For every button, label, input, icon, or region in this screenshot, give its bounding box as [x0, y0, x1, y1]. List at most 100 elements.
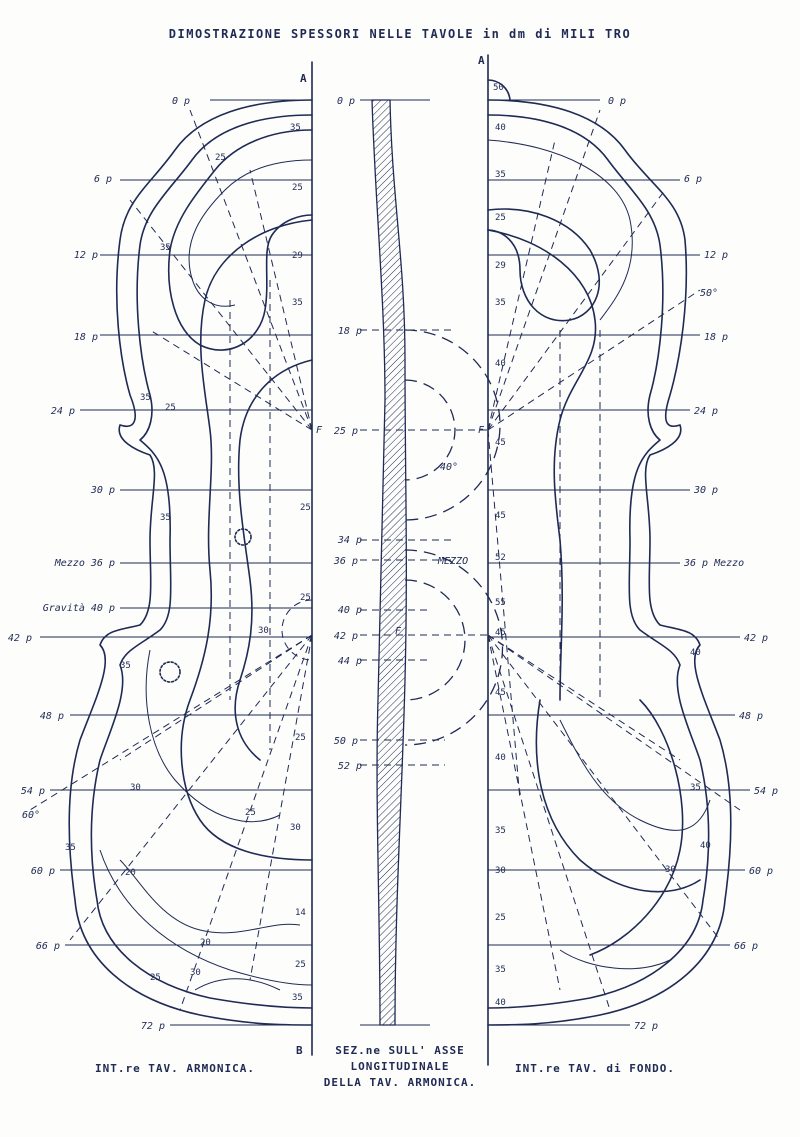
thickness-value: 40 [495, 998, 506, 1008]
right-station-label: 60 p [749, 866, 773, 877]
right-station-label: 54 p [754, 786, 778, 797]
soundpost-marker-lower [159, 661, 181, 683]
thickness-value: 30 [665, 865, 676, 875]
thickness-value: 40 [495, 753, 506, 763]
center-station-label: MEZZO [437, 556, 468, 567]
thickness-value: 35 [65, 843, 76, 853]
angle-60-label: 60° [22, 810, 40, 821]
top-contour-inner [234, 359, 313, 761]
thickness-value: 40 [690, 648, 701, 658]
center-station-labels: 0 p 18 p 25 p 34 p 36 p MEZZO 40 p 42 p … [333, 96, 468, 772]
center-station-label: 25 p [334, 426, 358, 437]
thickness-value: 25 [495, 913, 506, 923]
radial-line [487, 139, 556, 431]
left-station-label: 66 p [36, 941, 60, 952]
thickness-value: 25 [245, 808, 256, 818]
radial-line [179, 634, 313, 1011]
left-station-label: Gravità 40 p [43, 602, 115, 614]
thickness-value: 25 [295, 733, 306, 743]
radial-line [487, 634, 561, 991]
center-station-label: 42 p [334, 631, 358, 642]
thickness-value: 25 [295, 960, 306, 970]
top-contour-upper [167, 129, 313, 351]
diagram-title: DIMOSTRAZIONE SPESSORI NELLE TAVOLE in d… [169, 27, 631, 41]
thickness-value: 30 [190, 968, 201, 978]
center-caption-line2: LONGITUDINALE [350, 1060, 449, 1073]
thickness-value: 45 [495, 628, 506, 638]
thickness-value: 50 [493, 83, 504, 93]
thickness-value: 35 [140, 393, 151, 403]
section-arc-upper-inner [404, 379, 456, 481]
right-station-label: 42 p [744, 633, 768, 644]
back-contour-bottom [559, 949, 671, 970]
thickness-value: 35 [690, 783, 701, 793]
longitudinal-section [360, 99, 504, 1026]
thickness-value: 45 [495, 511, 506, 521]
center-station-label: 40 p [338, 605, 362, 616]
top-contour-upper-inner [188, 159, 313, 307]
right-top-arc [487, 79, 511, 101]
back-contour-right [589, 699, 684, 956]
left-station-label: 42 p [8, 633, 32, 644]
left-caption: INT.re TAV. ARMONICA. [95, 1062, 255, 1075]
angle-50-label: 50° [700, 288, 718, 299]
center-station-label: 36 p [333, 556, 358, 567]
left-station-label: 18 p [74, 332, 98, 343]
thickness-value: 35 [290, 123, 301, 133]
left-station-lines [40, 99, 312, 1026]
thickness-value: 35 [495, 298, 506, 308]
top-plate-purfling [90, 114, 313, 1009]
top-plate-half [29, 99, 313, 1026]
thickness-value: 25 [300, 503, 311, 513]
thickness-value: 35 [160, 243, 171, 253]
left-station-label: 54 p [21, 786, 45, 797]
f-arc [281, 599, 313, 661]
thickness-value: 25 [292, 183, 303, 193]
center-station-label: 52 p [338, 761, 362, 772]
back-contour-upper-inner [487, 139, 633, 321]
right-station-label: 18 p [704, 332, 728, 343]
right-thickness-values: 50 40 35 25 29 35 40 45 45 52 55 45 45 4… [493, 83, 711, 1008]
right-f-marker: F [478, 425, 485, 436]
radial-line [487, 634, 681, 761]
thickness-value: 25 [165, 403, 176, 413]
section-arc-lower-outer [404, 549, 504, 746]
center-station-label: 50 p [334, 736, 358, 747]
thickness-value: 29 [495, 261, 506, 271]
right-station-label: 36 p Mezzo [683, 558, 744, 569]
section-profile [371, 99, 407, 1026]
thickness-value: 55 [495, 598, 506, 608]
right-station-lines [488, 99, 750, 1026]
axis-a-left-label: A [300, 72, 307, 85]
thickness-value: 30 [495, 866, 506, 876]
thickness-value: 35 [292, 298, 303, 308]
thickness-value: 52 [495, 553, 506, 563]
radial-line [487, 634, 721, 941]
top-contour-middle [180, 219, 313, 861]
radial-line [189, 109, 313, 431]
thickness-value: 45 [495, 438, 506, 448]
right-station-label: 66 p [734, 941, 758, 952]
center-station-label: 34 p [337, 535, 362, 546]
thickness-value: 30 [130, 783, 141, 793]
left-station-label: 30 p [90, 485, 115, 496]
radial-line [487, 109, 601, 431]
center-caption-line3: DELLA TAV. ARMONICA. [324, 1076, 476, 1089]
back-plate-outer-outline [487, 99, 732, 1026]
radial-line [487, 189, 666, 431]
angle-40-label: 40° [440, 462, 458, 473]
left-station-labels: 0 p 6 p 12 p 18 p 24 p 30 p Mezzo 36 p G… [8, 96, 190, 1032]
left-station-label: 0 p [172, 96, 190, 107]
back-plate-half [487, 79, 741, 1026]
radial-line [129, 199, 313, 431]
left-f-marker: F [316, 425, 323, 436]
vertical-dashed-line [487, 429, 521, 801]
top-contour-bottom-inner [194, 978, 281, 991]
radial-line [69, 634, 313, 941]
thickness-value: 25 [300, 593, 311, 603]
left-station-label: 60 p [31, 866, 55, 877]
radial-line [249, 169, 313, 431]
thickness-value: 35 [120, 661, 131, 671]
radial-line [29, 634, 313, 811]
